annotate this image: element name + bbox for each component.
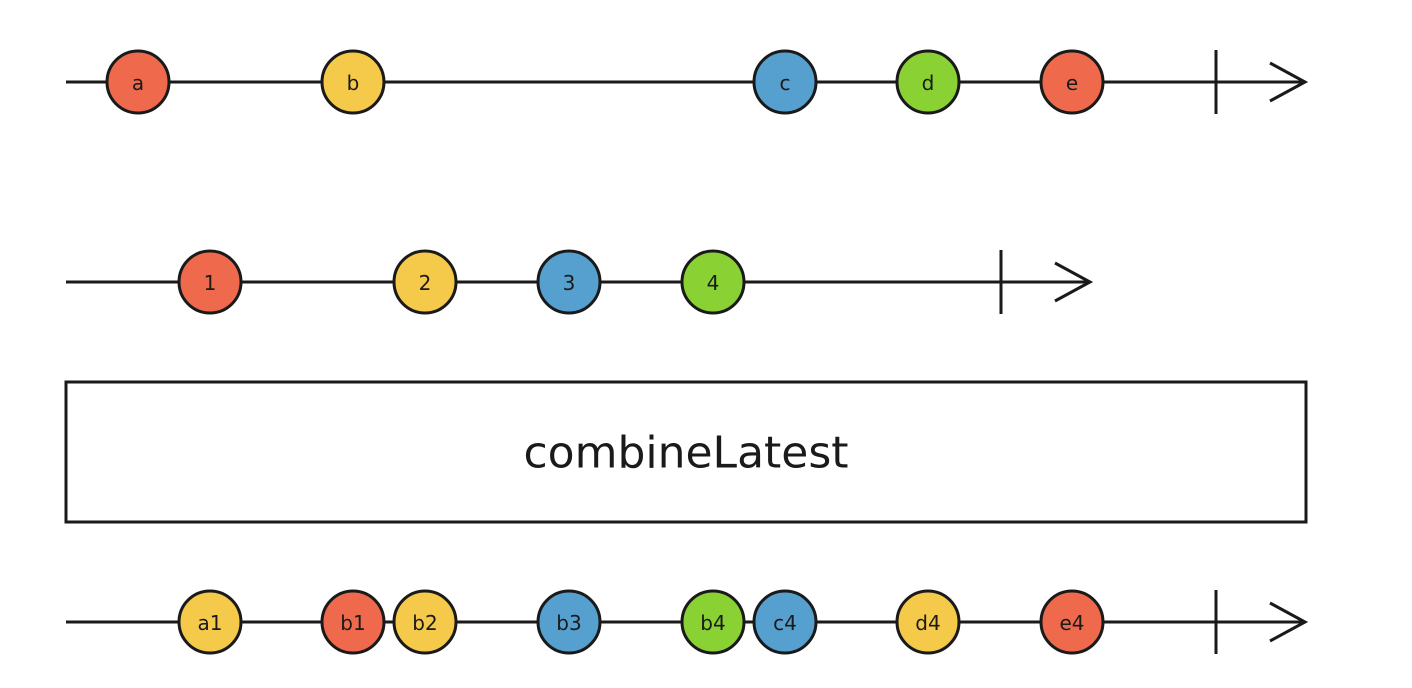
marble-label: a1 bbox=[198, 611, 223, 635]
marble-label: d bbox=[922, 71, 935, 95]
marble-group: 1 2 3 4 bbox=[177, 249, 746, 315]
marble-circle bbox=[392, 249, 458, 315]
marble-b1: b1 bbox=[320, 589, 386, 655]
marble-b: b bbox=[320, 49, 386, 115]
operator-frame bbox=[64, 380, 1308, 524]
marble-a1: a1 bbox=[177, 589, 243, 655]
marble-label: c bbox=[780, 71, 791, 95]
marble-circle bbox=[536, 249, 602, 315]
marble-e4: e4 bbox=[1039, 589, 1105, 655]
marble-3: 3 bbox=[536, 249, 602, 315]
marble-4: 4 bbox=[680, 249, 746, 315]
marble-label: 2 bbox=[419, 271, 432, 295]
marble-b4: b4 bbox=[680, 589, 746, 655]
marble-e: e bbox=[1039, 49, 1105, 115]
input-stream-2: 1 2 3 4 bbox=[66, 249, 1094, 315]
marble-d4: d4 bbox=[895, 589, 961, 655]
marble-circle bbox=[536, 589, 602, 655]
output-stream: a1 b1 b2 b3 b4 c4 d4 e4 bbox=[66, 589, 1309, 655]
marble-c4: c4 bbox=[752, 589, 818, 655]
marble-label: e4 bbox=[1059, 611, 1084, 635]
marble-circle bbox=[752, 589, 818, 655]
marble-label: 4 bbox=[707, 271, 720, 295]
marble-c: c bbox=[752, 49, 818, 115]
marble-circle bbox=[320, 49, 386, 115]
marble-label: b2 bbox=[412, 611, 437, 635]
marble-circle bbox=[680, 589, 746, 655]
marble-circle bbox=[895, 49, 961, 115]
marble-circle bbox=[320, 589, 386, 655]
operator-box: combineLatest bbox=[64, 380, 1308, 524]
operator-label: combineLatest bbox=[523, 428, 848, 479]
marble-b2: b2 bbox=[392, 589, 458, 655]
marble-1: 1 bbox=[177, 249, 243, 315]
timeline-arrowhead bbox=[1054, 261, 1094, 303]
marble-label: b4 bbox=[700, 611, 725, 635]
marble-label: b1 bbox=[340, 611, 365, 635]
marble-circle bbox=[392, 589, 458, 655]
marble-circle bbox=[680, 249, 746, 315]
marble-b3: b3 bbox=[536, 589, 602, 655]
marble-label: a bbox=[132, 71, 144, 95]
marble-a: a bbox=[105, 49, 171, 115]
marble-label: e bbox=[1066, 71, 1078, 95]
marble-circle bbox=[177, 249, 243, 315]
timeline-arrowhead bbox=[1269, 601, 1309, 643]
marble-circle bbox=[105, 49, 171, 115]
marble-2: 2 bbox=[392, 249, 458, 315]
marble-label: b bbox=[347, 71, 360, 95]
marble-circle bbox=[1039, 589, 1105, 655]
marble-label: c4 bbox=[773, 611, 797, 635]
marble-circle bbox=[752, 49, 818, 115]
marble-circle bbox=[1039, 49, 1105, 115]
marble-label: d4 bbox=[915, 611, 940, 635]
marble-circle bbox=[895, 589, 961, 655]
marble-circle bbox=[177, 589, 243, 655]
marble-label: b3 bbox=[556, 611, 581, 635]
marble-d: d bbox=[895, 49, 961, 115]
marble-group: a b c d e bbox=[105, 49, 1105, 115]
marble-group: a1 b1 b2 b3 b4 c4 d4 e4 bbox=[177, 589, 1105, 655]
marble-label: 3 bbox=[563, 271, 576, 295]
timeline-arrowhead bbox=[1269, 61, 1309, 103]
marble-label: 1 bbox=[204, 271, 217, 295]
input-stream-1: a b c d e bbox=[66, 49, 1309, 115]
